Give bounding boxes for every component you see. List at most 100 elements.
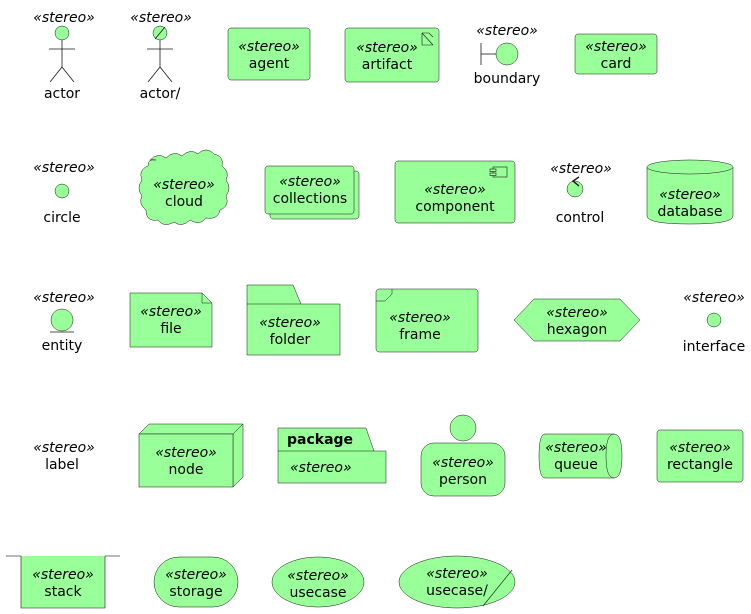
storage-shape: [153, 556, 239, 608]
stereotype-label: «stereo»: [546, 305, 608, 321]
stereotype-label: «stereo»: [33, 160, 95, 176]
label-element[interactable]: «stereo» label: [33, 440, 95, 473]
usecase-element[interactable]: «stereo» usecase: [271, 556, 365, 608]
element-name: usecase: [290, 585, 347, 601]
stereotype-label: «stereo»: [238, 39, 300, 55]
stereotype-label: «stereo»: [153, 177, 215, 193]
element-name: agent: [249, 56, 290, 72]
element-name: storage: [169, 584, 222, 600]
stereotype-label: «stereo»: [290, 460, 352, 476]
agent-box: [227, 27, 311, 81]
stereotype-label: «stereo»: [155, 445, 217, 461]
element-name: actor/: [140, 86, 181, 102]
cloud-element[interactable]: «stereo» cloud: [138, 149, 230, 225]
stereotype-label: «stereo»: [130, 10, 192, 26]
stereotype-label: «stereo»: [32, 567, 94, 583]
element-name: component: [415, 199, 495, 215]
rectangle-box: [656, 429, 744, 483]
component-element[interactable]: «stereo» component: [394, 160, 516, 224]
artifact-icon: [421, 32, 434, 46]
element-name: actor: [44, 86, 80, 102]
database-shape: [646, 167, 734, 225]
collections-front: [264, 165, 355, 215]
card-box: [574, 33, 658, 75]
collections-element[interactable]: «stereo» collections: [264, 165, 360, 220]
element-name: database: [658, 204, 723, 220]
person-element[interactable]: «stereo» person: [420, 414, 506, 497]
element-name: node: [169, 462, 204, 478]
usecase-ellipse: [271, 556, 365, 608]
stereotype-label: «stereo»: [33, 10, 95, 26]
element-name: artifact: [362, 57, 413, 73]
frame-box: [375, 288, 479, 353]
rectangle-element[interactable]: «stereo» rectangle: [656, 429, 744, 483]
business-usecase-element[interactable]: «stereo» usecase/: [398, 555, 516, 609]
interface-circle: [706, 312, 722, 328]
stereotype-label: «stereo»: [659, 187, 721, 203]
hexagon-element[interactable]: «stereo» hexagon: [513, 298, 641, 342]
element-name: cloud: [165, 194, 203, 210]
element-name: control: [556, 210, 605, 226]
folder-element[interactable]: «stereo» folder: [246, 284, 341, 356]
control-circle: [566, 180, 584, 198]
element-name: boundary: [474, 71, 541, 87]
actor-head: [54, 25, 70, 41]
stack-box: [21, 556, 105, 608]
stack-element[interactable]: «stereo» stack: [6, 555, 120, 609]
stereotype-label: «stereo»: [287, 568, 349, 584]
element-name: stack: [44, 584, 82, 600]
element-name: entity: [42, 338, 83, 354]
circle-shape: [54, 183, 70, 199]
stereotype-label: «stereo»: [33, 290, 95, 306]
element-name: hexagon: [547, 322, 607, 338]
element-name: rectangle: [667, 457, 733, 473]
element-name: circle: [43, 210, 80, 226]
element-name: queue: [554, 457, 598, 473]
stereotype-label: «stereo»: [683, 290, 745, 306]
entity-element[interactable]: «stereo» entity: [33, 290, 95, 354]
stereotype-label: «stereo»: [550, 161, 612, 177]
node-element[interactable]: «stereo» node: [138, 423, 244, 488]
stereotype-label: «stereo»: [33, 440, 95, 456]
queue-element[interactable]: «stereo» queue: [538, 433, 623, 479]
database-element[interactable]: «stereo» database: [646, 159, 734, 225]
stereotype-label: «stereo»: [165, 567, 227, 583]
usecase-ellipse: [398, 555, 516, 609]
control-element[interactable]: «stereo» control: [550, 161, 612, 226]
artifact-box: [344, 27, 440, 83]
stereotype-label: «stereo»: [426, 566, 488, 582]
element-name: label: [45, 457, 79, 473]
node-top: [138, 423, 244, 435]
stereotype-label: «stereo»: [476, 23, 538, 39]
circle-element[interactable]: «stereo» circle: [33, 160, 95, 226]
element-name: interface: [683, 339, 745, 355]
agent-element[interactable]: «stereo» agent: [227, 27, 311, 81]
stereotype-label: «stereo»: [585, 39, 647, 55]
boundary-circle: [495, 42, 519, 66]
element-name: frame: [399, 327, 441, 343]
stereotype-label: «stereo»: [389, 310, 451, 326]
entity-circle: [50, 308, 74, 332]
component-box: [394, 160, 516, 224]
package-shape: [277, 427, 387, 484]
storage-element[interactable]: «stereo» storage: [153, 556, 239, 608]
boundary-element[interactable]: «stereo» boundary: [474, 23, 541, 87]
frame-element[interactable]: «stereo» frame: [375, 288, 479, 353]
package-element[interactable]: package «stereo»: [277, 427, 387, 484]
business-actor-element[interactable]: «stereo» actor/: [130, 10, 192, 102]
folder-shape: [246, 284, 341, 356]
artifact-element[interactable]: «stereo» artifact: [344, 27, 440, 83]
component-icon: [489, 166, 508, 178]
stereotype-label: «stereo»: [545, 440, 607, 456]
stereotype-label: «stereo»: [424, 182, 486, 198]
actor-element[interactable]: «stereo» actor: [33, 10, 95, 102]
interface-element[interactable]: «stereo» interface: [683, 290, 745, 355]
element-name: folder: [270, 332, 311, 348]
element-name: file: [160, 321, 181, 337]
stereotype-label: «stereo»: [259, 315, 321, 331]
file-element[interactable]: «stereo» file: [129, 292, 213, 348]
node-side: [232, 423, 244, 488]
card-element[interactable]: «stereo» card: [574, 33, 658, 75]
person-head: [449, 414, 477, 442]
stereotype-label: «stereo»: [356, 40, 418, 56]
